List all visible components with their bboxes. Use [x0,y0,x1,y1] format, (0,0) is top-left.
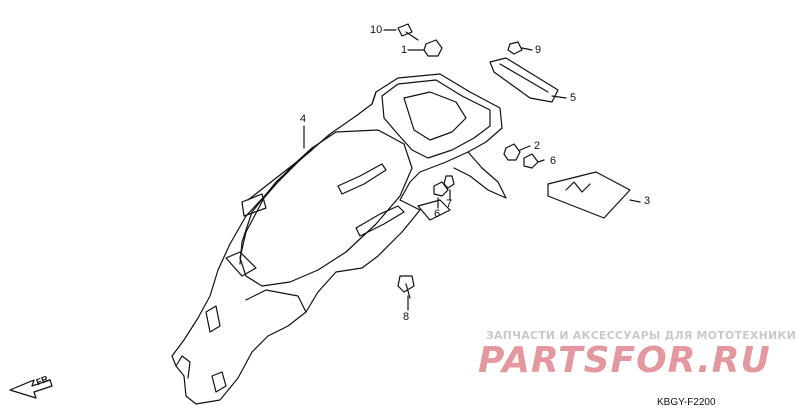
callout-8: 9 [535,44,542,56]
callout-6-right: 6 [550,155,557,167]
callout-6-center: 6 [434,208,441,220]
watermark-tagline: ЗАПЧАСТИ И АКСЕССУАРЫ ДЛЯ МОТОТЕХНИКИ [486,329,796,342]
screw-7 [443,175,455,189]
bolt-10 [397,23,419,41]
bracket-part [489,57,559,103]
nut-6-center [433,181,449,197]
leader-lines [303,29,641,311]
callout-7: 7 [446,198,453,210]
rear-fender-part [171,73,507,405]
callout-2: 2 [534,140,541,152]
nut-8 [507,41,523,55]
collar-1 [423,39,443,57]
nut-6-right [523,153,539,169]
callout-3: 3 [644,195,651,207]
callout-10: 10 [370,24,383,36]
callout-1: 1 [401,44,408,56]
callout-5: 5 [570,92,577,104]
figure-code: KBGY-F2200 [657,397,716,408]
grommet-2 [503,143,521,161]
callout-9: 8 [403,311,410,323]
bolt-9 [397,275,415,299]
front-arrow-icon [9,379,53,399]
watermark-brand-logo: PARTSFOR.RU [478,340,771,381]
callout-4: 4 [300,113,307,125]
splash-guard-part [547,171,631,219]
